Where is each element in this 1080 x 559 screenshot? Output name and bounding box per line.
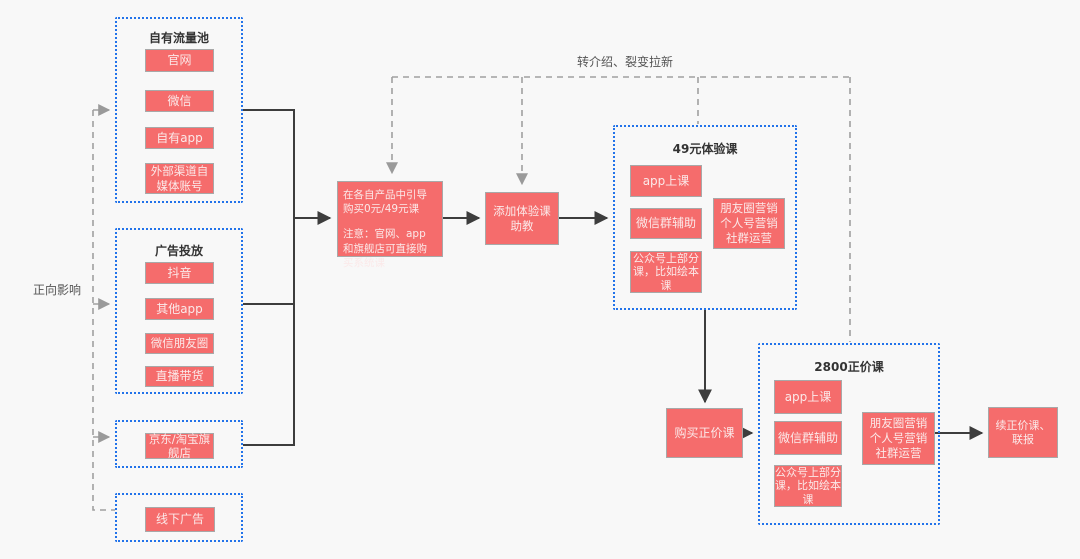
node-trial-official-account[interactable]: 公众号上部分课，比如绘本课 xyxy=(630,251,702,293)
node-external-media[interactable]: 外部渠道自媒体账号 xyxy=(145,163,214,194)
pool-offline[interactable]: 线下广告 xyxy=(115,493,243,542)
trial-social-line1: 朋友圈营销 xyxy=(720,201,778,216)
merge-line xyxy=(243,109,295,446)
full-social-line2: 个人号营销 xyxy=(869,431,928,446)
node-trial-wechat-group[interactable]: 微信群辅助 xyxy=(630,208,702,239)
pool-trial-title: 49元体验课 xyxy=(672,142,738,156)
node-trial-app-class[interactable]: app上课 xyxy=(630,165,702,197)
node-full-app-class[interactable]: app上课 xyxy=(774,380,842,414)
node-other-apps[interactable]: 其他app xyxy=(145,298,214,320)
positive-influence-label: 正向影响 xyxy=(33,283,82,297)
node-full-official-account[interactable]: 公众号上部分课，比如绘本课 xyxy=(774,465,842,507)
node-wechat[interactable]: 微信 xyxy=(145,90,214,112)
pool-ads-title: 广告投放 xyxy=(154,244,203,258)
node-buy-full-price[interactable]: 购买正价课 xyxy=(666,408,743,458)
pool-own-traffic-title: 自有流量池 xyxy=(148,31,209,45)
node-live-commerce[interactable]: 直播带货 xyxy=(145,366,214,387)
node-renew-course[interactable]: 续正价课、联报 xyxy=(988,407,1058,458)
pool-jd-taobao[interactable]: 京东/淘宝旗舰店 xyxy=(115,420,243,468)
node-trial-social-marketing[interactable]: 朋友圈营销 个人号营销 社群运营 xyxy=(713,198,785,249)
node-douyin[interactable]: 抖音 xyxy=(145,262,214,284)
full-social-line3: 社群运营 xyxy=(875,445,922,460)
node-offline-ads[interactable]: 线下广告 xyxy=(145,507,215,532)
node-guide-purchase[interactable]: 在各自产品中引导购买0元/49元课 注意：官网、app 和旗舰店可直接购买系统课 xyxy=(337,181,443,269)
trial-social-line3: 社群运营 xyxy=(726,230,772,245)
node-official-site[interactable]: 官网 xyxy=(145,49,214,72)
node-full-social-marketing[interactable]: 朋友圈营销 个人号营销 社群运营 xyxy=(862,412,935,465)
pool-full-price-course[interactable]: 2800正价课 app上课 微信群辅助 公众号上部分课，比如绘本课 朋友圈营销 … xyxy=(758,343,940,525)
guide-purchase-line2: 注意：官网、app 和旗舰店可直接购买系统课 xyxy=(343,228,427,269)
node-add-assistant[interactable]: 添加体验课助教 xyxy=(485,192,559,245)
influence-line-vertical xyxy=(92,110,115,511)
pool-full-price-title: 2800正价课 xyxy=(814,360,884,374)
pool-trial-course[interactable]: 49元体验课 app上课 微信群辅助 公众号上部分课，比如绘本课 朋友圈营销 个… xyxy=(613,125,797,310)
pool-ads[interactable]: 广告投放 抖音 其他app 微信朋友圈 直播带货 xyxy=(115,228,243,394)
node-own-app[interactable]: 自有app xyxy=(145,127,214,149)
pool-own-traffic[interactable]: 自有流量池 官网 微信 自有app 外部渠道自媒体账号 xyxy=(115,17,243,203)
referral-label: 转介绍、裂变拉新 xyxy=(576,55,673,69)
node-full-wechat-group[interactable]: 微信群辅助 xyxy=(774,421,842,455)
full-social-line1: 朋友圈营销 xyxy=(869,416,928,431)
trial-social-line2: 个人号营销 xyxy=(720,216,778,231)
guide-purchase-line1: 在各自产品中引导购买0元/49元课 xyxy=(343,189,427,216)
node-wechat-moments-ads[interactable]: 微信朋友圈 xyxy=(145,333,214,354)
node-jd-taobao-store[interactable]: 京东/淘宝旗舰店 xyxy=(145,432,214,460)
